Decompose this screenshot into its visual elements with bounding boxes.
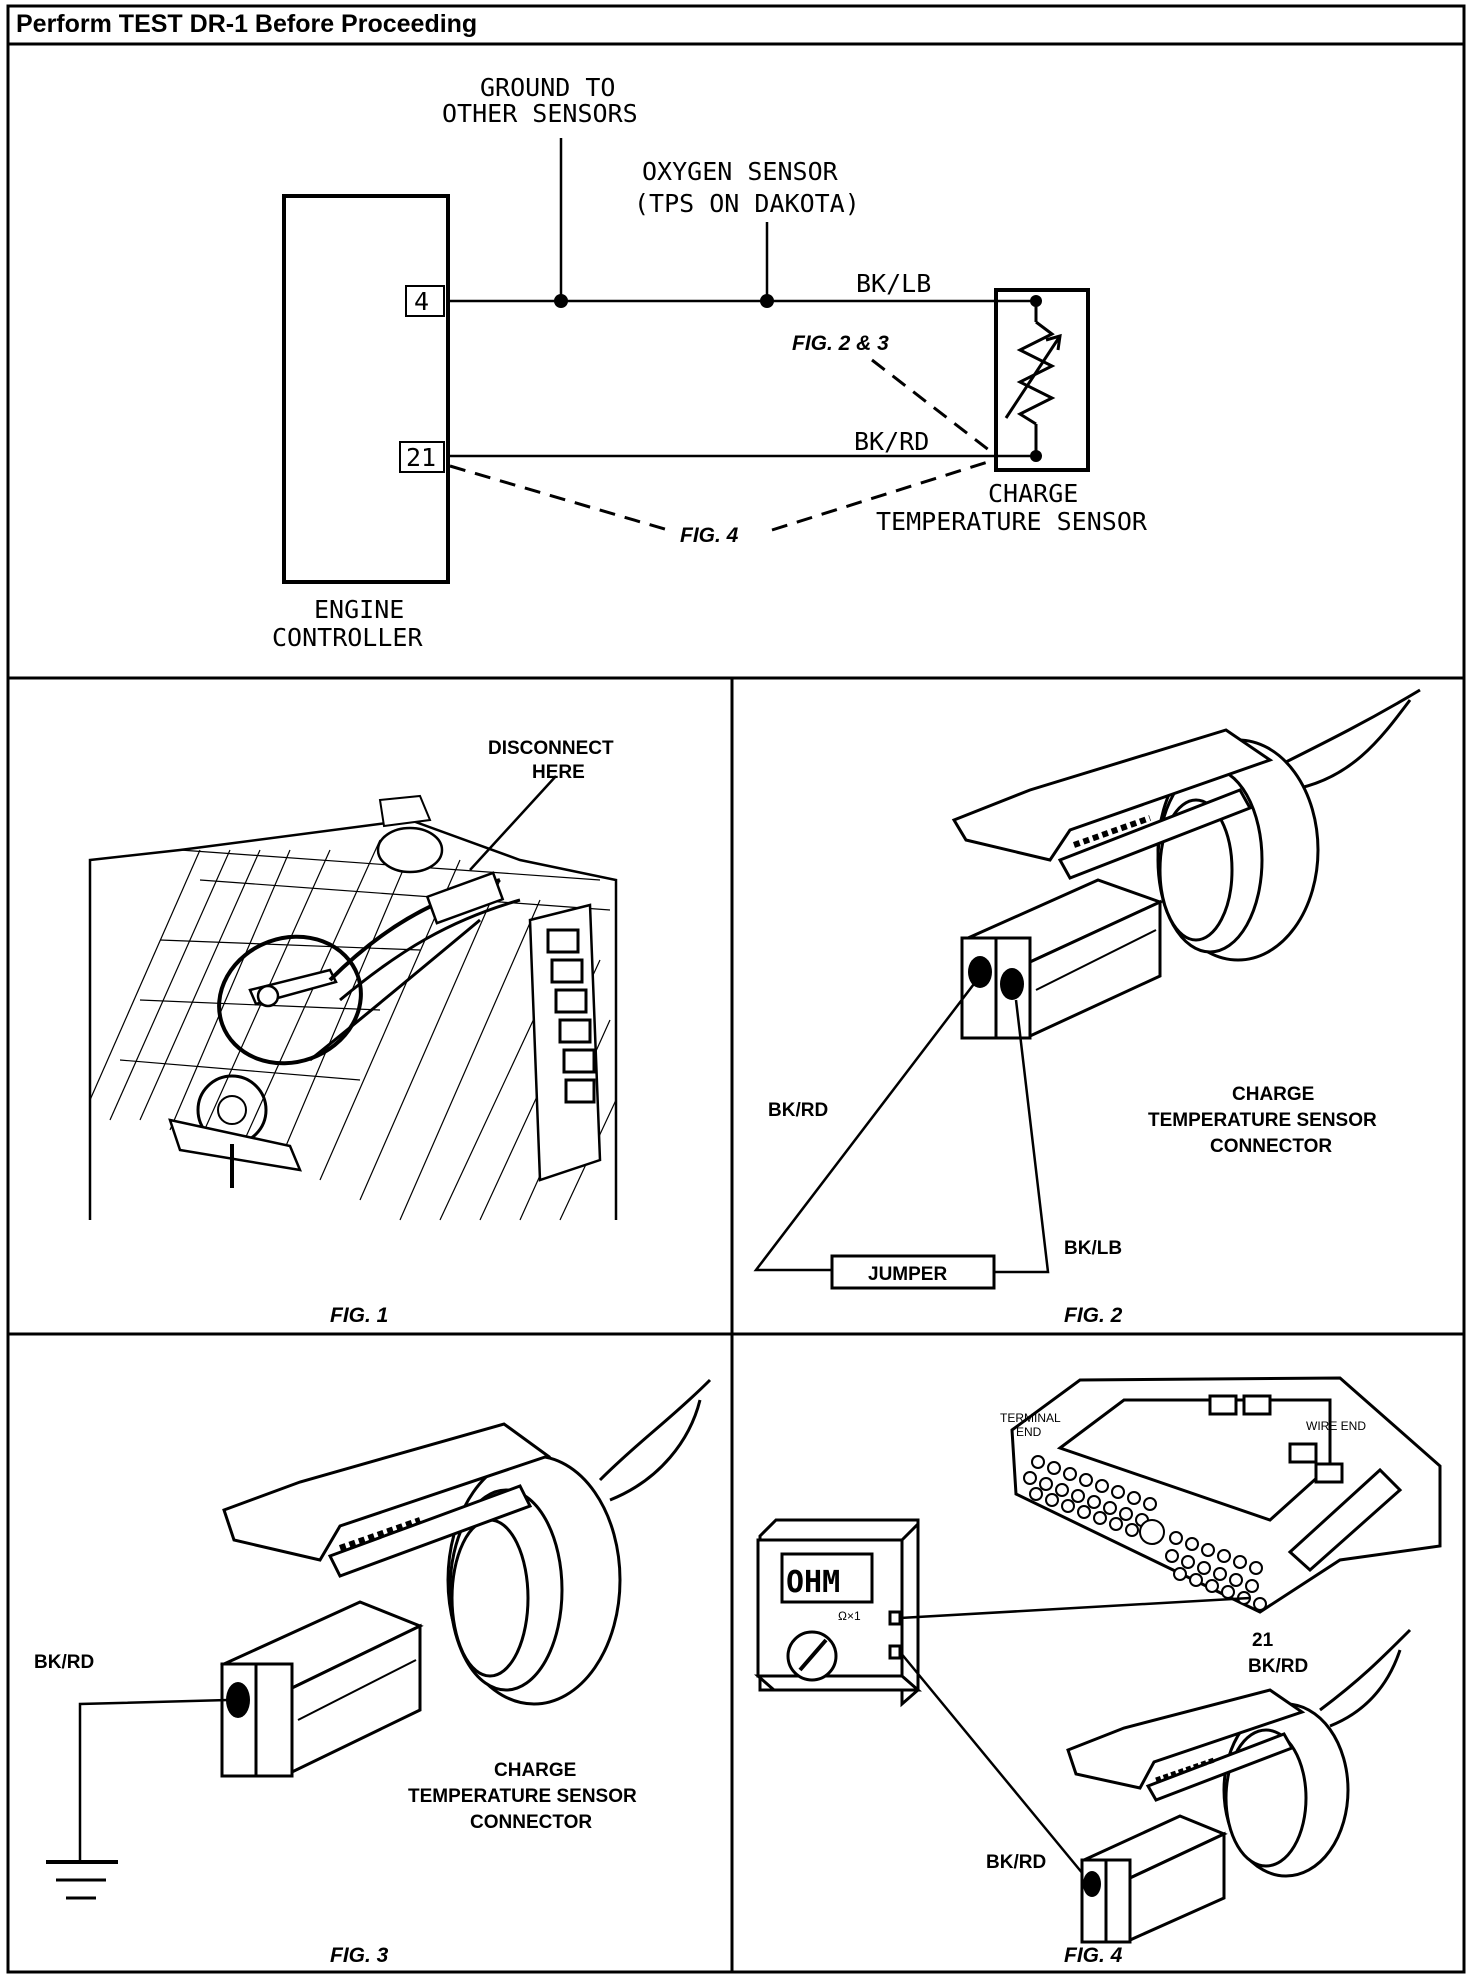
fig2-caption: FIG. 2 bbox=[1064, 1304, 1123, 1327]
fig1-engine-bay-illustration bbox=[88, 775, 618, 1221]
fig-2-3-ref: FIG. 2 & 3 bbox=[792, 332, 889, 355]
sensor-label-1: CHARGE bbox=[988, 479, 1078, 508]
fig3-connector-illustration bbox=[219, 1378, 712, 1778]
fig4-meter-display: OHM bbox=[786, 1565, 840, 1600]
fig2-jumper-label: JUMPER bbox=[868, 1264, 947, 1285]
header-title: Perform TEST DR-1 Before Proceeding bbox=[16, 10, 477, 38]
fig4-caption: FIG. 4 bbox=[1064, 1944, 1123, 1967]
wire-bottom-label: BK/RD bbox=[854, 427, 929, 456]
pin-21-label: 21 bbox=[406, 443, 436, 472]
fig4-meter-range: Ω×1 bbox=[838, 1609, 861, 1623]
controller-label-2: CONTROLLER bbox=[272, 623, 423, 652]
ground-splice-dot bbox=[554, 294, 568, 308]
fig2-jumper-box bbox=[830, 1254, 996, 1290]
fig4-wire-end: WIRE END bbox=[1306, 1419, 1366, 1433]
fig4-sensor-terminal bbox=[1083, 1871, 1101, 1897]
ground-label-2: OTHER SENSORS bbox=[442, 99, 638, 128]
pin-4-label: 4 bbox=[414, 287, 429, 316]
fig3-label-2: TEMPERATURE SENSOR bbox=[408, 1786, 637, 1807]
fig4-pin-wire: BK/RD bbox=[1248, 1656, 1308, 1677]
fig2-label-3: CONNECTOR bbox=[1210, 1136, 1332, 1157]
fig3-terminal bbox=[226, 1682, 250, 1718]
ground-label-1: GROUND TO bbox=[480, 73, 615, 102]
charge-temp-sensor-box bbox=[994, 288, 1090, 472]
oxygen-splice-dot bbox=[760, 294, 774, 308]
fig4-probe-wire: BK/RD bbox=[986, 1852, 1046, 1873]
fig2-wire-left: BK/RD bbox=[768, 1100, 828, 1121]
fig4-terminal-end-1: TERMINAL bbox=[1000, 1411, 1061, 1425]
oxygen-label-2: (TPS ON DAKOTA) bbox=[634, 189, 860, 218]
fig4-sensor-connector bbox=[1066, 1628, 1412, 1944]
pin-21-box bbox=[399, 441, 445, 473]
fig2-connector-illustration bbox=[951, 688, 1421, 1040]
fig2-jumper-wires bbox=[753, 975, 1050, 1274]
fig3-wire-label: BK/RD bbox=[34, 1652, 94, 1673]
fig-4-ref: FIG. 4 bbox=[680, 524, 739, 547]
fig4-pin-number: 21 bbox=[1252, 1630, 1274, 1651]
fig2-wire-right: BK/LB bbox=[1064, 1238, 1122, 1259]
engine-controller-box bbox=[282, 194, 450, 584]
fig2-label-1: CHARGE bbox=[1232, 1084, 1314, 1105]
fig4-test-leads bbox=[899, 1596, 1251, 1881]
controller-label-1: ENGINE bbox=[314, 595, 404, 624]
fig1-callout-1: DISCONNECT bbox=[488, 738, 614, 759]
oxygen-label-1: OXYGEN SENSOR bbox=[642, 157, 839, 186]
fig1-caption: FIG. 1 bbox=[330, 1304, 388, 1327]
wiring-schematic: 4 21 GROUND TO OTHER SENSORS OXYGEN SENS… bbox=[272, 73, 1148, 652]
fig-4-leader-right bbox=[771, 458, 995, 532]
pin-4-box bbox=[405, 285, 445, 317]
fig4-controller-connector bbox=[1010, 1376, 1442, 1614]
wire-top-label: BK/LB bbox=[856, 269, 931, 298]
fig2-terminal-left bbox=[968, 956, 992, 988]
fig2-label-2: TEMPERATURE SENSOR bbox=[1148, 1110, 1377, 1131]
thermistor-symbol bbox=[1004, 301, 1062, 456]
page-frame bbox=[6, 4, 1466, 1974]
fig4-connector-pins bbox=[1023, 1455, 1267, 1611]
fig-4-leader-left bbox=[449, 464, 669, 532]
fig2-terminal-right bbox=[1000, 968, 1024, 1000]
fig4-ohmmeter bbox=[754, 1518, 922, 1708]
sensor-label-2: TEMPERATURE SENSOR bbox=[876, 507, 1148, 536]
fig3-caption: FIG. 3 bbox=[330, 1944, 389, 1967]
fig3-label-3: CONNECTOR bbox=[470, 1812, 592, 1833]
fig1-callout-2: HERE bbox=[532, 762, 585, 783]
fig3-label-1: CHARGE bbox=[494, 1760, 576, 1781]
fig3-ground-wire bbox=[46, 1698, 229, 1900]
fig4-terminal-end-2: END bbox=[1016, 1425, 1042, 1439]
